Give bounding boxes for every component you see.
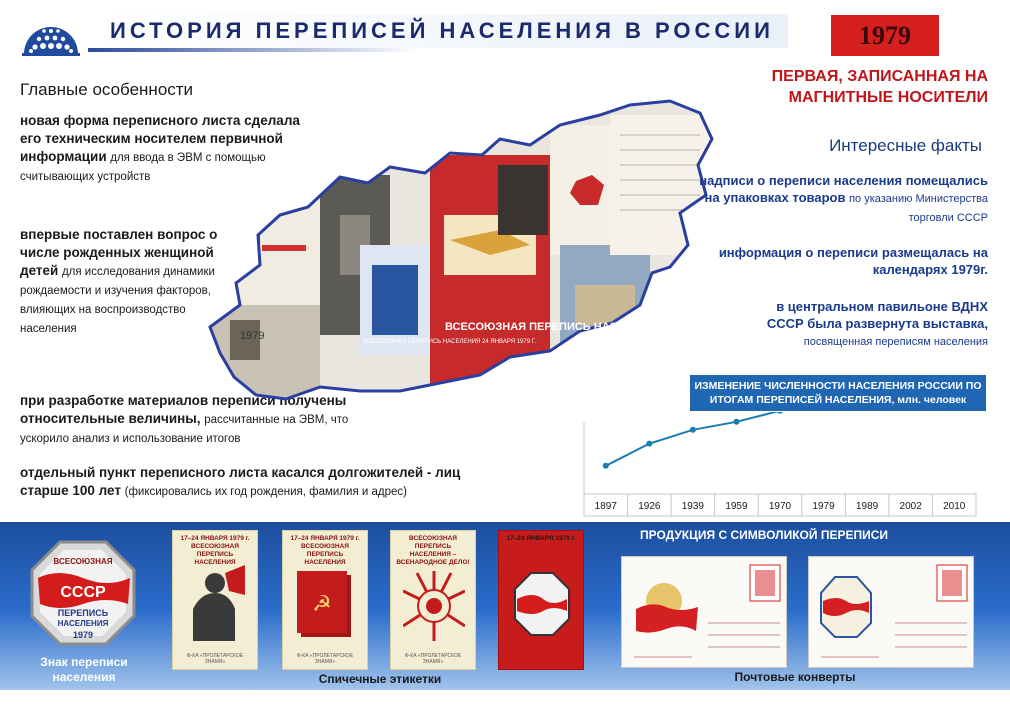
- feature-bold: новая форма переписного листа сделала ег…: [20, 113, 300, 164]
- chart-axis-box: [583, 493, 977, 517]
- hammer-sickle-book-icon: ☭: [297, 571, 351, 637]
- population-chart-svg: 189719261939195919701979137,419892002201…: [583, 412, 977, 517]
- chart-title: ИЗМЕНЕНИЕ ЧИСЛЕННОСТИ НАСЕЛЕНИЯ РОССИИ П…: [690, 375, 986, 411]
- badge-line2-text: НАСЕЛЕНИЯ: [58, 619, 109, 628]
- worker-figure-icon: [185, 565, 247, 641]
- facts-title: Интересные факты: [829, 136, 982, 155]
- feature-item-4: отдельный пункт переписного листа касалс…: [20, 464, 490, 501]
- feature-small: для ввода в ЭВМ с помощью считывающих ус…: [20, 152, 266, 183]
- sunburst-emblem-icon: [403, 571, 465, 641]
- feature-bold: впервые поставлен вопрос о числе рожденн…: [20, 227, 218, 278]
- russia-map-collage: ВСЕСОЮЗНАЯ ПЕРЕПИСЬ НАСЕЛЕНИЯ – ВСЕСОЮЗН…: [208, 99, 714, 401]
- chart-point-1970: [777, 412, 783, 414]
- envelope-1-art: [634, 564, 781, 658]
- badge-top-text: ВСЕСОЮЗНАЯ: [54, 557, 113, 566]
- match-label-3: ВСЕСОЮЗНАЯ ПЕРЕПИСЬ НАСЕЛЕНИЯ – ВСЕНАРОД…: [390, 530, 476, 670]
- badge-year-text: 1979: [73, 630, 93, 640]
- fact-small: по указанию Министерства торговли СССР: [849, 193, 988, 224]
- page-subtitle: ПЕРВАЯ, ЗАПИСАННАЯ НА МАГНИТНЫЕ НОСИТЕЛИ: [771, 68, 988, 106]
- subtitle-backdrop: [700, 56, 1010, 118]
- feature-small: (фиксировались их год рождения, фамилия …: [124, 486, 407, 498]
- title-underline: [88, 48, 418, 52]
- chart-tick-label: 1939: [682, 501, 705, 512]
- chart-tick-label: 1970: [769, 501, 792, 512]
- match-label-4: 17–24 ЯНВАРЯ 1979 г.: [498, 530, 584, 670]
- chart-tick-label: 1989: [856, 501, 879, 512]
- chart-series-line: [605, 412, 779, 467]
- feature-small: для исследования динамики рождаемости и …: [20, 266, 215, 335]
- fact-item-3: в центральном павильоне ВДНХ СССР была р…: [748, 298, 988, 351]
- envelopes-caption: Почтовые конверты: [734, 670, 856, 684]
- fact-small: посвященная переписям населения: [803, 336, 988, 348]
- chart-point-1926: [646, 440, 653, 447]
- census-badge-icon: ВСЕСОЮЗНАЯ СССР ПЕРЕПИСЬ НАСЕЛЕНИЯ 1979: [30, 540, 136, 646]
- svg-text:☭: ☭: [312, 591, 332, 616]
- census-badge-label-icon: [514, 572, 570, 636]
- poster-main-text: ВСЕСОЮЗНАЯ ПЕРЕПИСЬ НАСЕЛЕНИЯ –: [445, 321, 673, 333]
- chart-tick-label: 1979: [812, 501, 835, 512]
- fact-bold: информация о переписи размещалась на кал…: [718, 245, 988, 277]
- chart-point-1939: [689, 426, 696, 433]
- match-label-text: 17–24 ЯНВАРЯ 1979 г. ВСЕСОЮЗНАЯ ПЕРЕПИСЬ…: [180, 535, 250, 566]
- products-title: ПРОДУКЦИЯ С СИМВОЛИКОЙ ПЕРЕПИСИ: [640, 528, 889, 542]
- chart-tick-label: 1897: [595, 501, 618, 512]
- envelope-2: [808, 556, 974, 668]
- header: ИСТОРИЯ ПЕРЕПИСЕЙ НАСЕЛЕНИЯ В РОССИИ 197…: [0, 0, 1010, 118]
- fact-item-1: надписи о переписи населения помещались …: [698, 172, 988, 227]
- envelope-2-art: [820, 564, 968, 658]
- chart-tick-label: 2002: [900, 501, 923, 512]
- title-bar: [88, 14, 788, 48]
- calendar-year-text: 1979: [240, 330, 264, 342]
- match-label-1: 17–24 ЯНВАРЯ 1979 г. ВСЕСОЮЗНАЯ ПЕРЕПИСЬ…: [172, 530, 258, 670]
- envelope-1: [621, 556, 787, 668]
- poster-side-text: ВСЕСОЮЗНАЯ ПЕРЕПИСЬ НАСЕЛЕНИЯ 24 ЯНВАРЯ …: [363, 339, 536, 345]
- chart-point-1897: [602, 462, 609, 469]
- census-logo-icon: [22, 27, 80, 56]
- badge-ussr-text: СССР: [60, 584, 106, 601]
- feature-small: рассчитанные на ЭВМ, что ускорило анализ…: [20, 414, 349, 445]
- bottom-fade: [0, 690, 1010, 716]
- match-label-text: 17–24 ЯНВАРЯ 1979 г.: [506, 535, 576, 542]
- features-title: Главные особенности: [20, 80, 194, 99]
- year-badge: 1979: [831, 15, 939, 59]
- matches-caption: Спичечные этикетки: [318, 672, 442, 686]
- page-title: ИСТОРИЯ ПЕРЕПИСЕЙ НАСЕЛЕНИЯ В РОССИИ: [110, 18, 774, 43]
- fact-bold: надписи о переписи населения помещались …: [699, 173, 988, 205]
- match-label-footer: Ф-КА «ПРОЛЕТАРСКОЕ ЗНАМЯ»: [186, 653, 244, 665]
- match-label-2: 17–24 ЯНВАРЯ 1979 г. ВСЕСОЮЗНАЯ ПЕРЕПИСЬ…: [282, 530, 368, 670]
- fact-item-2: информация о переписи размещалась на кал…: [698, 244, 988, 278]
- fact-bold: в центральном павильоне ВДНХ СССР была р…: [766, 299, 988, 331]
- chart-tick-label: 2010: [943, 501, 966, 512]
- chart-tick-label: 1959: [725, 501, 748, 512]
- chart-frame: [583, 422, 976, 495]
- population-chart: 189719261939195919701979137,419892002201…: [574, 412, 986, 522]
- badge-line1-text: ПЕРЕПИСЬ: [58, 608, 109, 618]
- badge-caption: Знак переписи населения: [40, 655, 128, 684]
- match-label-footer: Ф-КА «ПРОЛЕТАРСКОЕ ЗНАМЯ»: [296, 653, 354, 665]
- match-label-text: ВСЕСОЮЗНАЯ ПЕРЕПИСЬ НАСЕЛЕНИЯ – ВСЕНАРОД…: [396, 535, 470, 566]
- feature-bold: отдельный пункт переписного листа касалс…: [20, 465, 461, 498]
- chart-point-1959: [733, 418, 740, 425]
- match-label-text: 17–24 ЯНВАРЯ 1979 г. ВСЕСОЮЗНАЯ ПЕРЕПИСЬ…: [290, 535, 360, 566]
- feature-item-2: впервые поставлен вопрос о числе рожденн…: [20, 226, 220, 338]
- feature-item-1: новая форма переписного листа сделала ег…: [20, 112, 320, 186]
- chart-tick-label: 1926: [638, 501, 661, 512]
- match-label-footer: Ф-КА «ПРОЛЕТАРСКОЕ ЗНАМЯ»: [404, 653, 462, 665]
